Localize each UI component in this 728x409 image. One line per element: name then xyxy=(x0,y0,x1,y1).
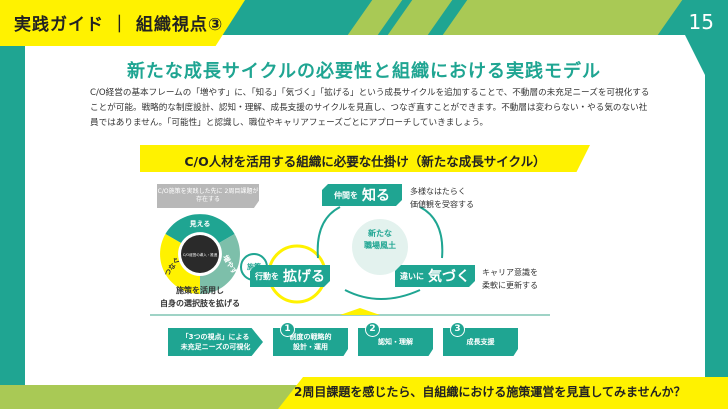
arrow-know-expand xyxy=(316,206,341,259)
bottom-lead: 「3つの視点」による未充足ニーズの可視化 xyxy=(168,328,263,356)
center-circle xyxy=(352,219,408,275)
bottom-item-1: 制度の戦略的設計・運用 xyxy=(273,328,348,356)
know-note: 価値観を受容する xyxy=(410,200,474,209)
donut-center: C/O経営の導入・推進 xyxy=(183,252,218,257)
cycle-arrows xyxy=(267,206,444,304)
donut-segment-increase xyxy=(200,234,240,294)
section-label: 実践ガイド ｜ 組織視点③ xyxy=(0,0,245,46)
arrow-expand-notice xyxy=(344,289,421,300)
divider xyxy=(150,314,550,316)
arrow-know-notice xyxy=(419,206,444,259)
notice-note: 柔軟に更新する xyxy=(482,281,538,290)
subtitle-banner: C/O人材を活用する組織に必要な仕掛け（新たな成長サイクル） xyxy=(140,145,590,172)
donut-chart: 見える 増やす つなぐ C/O経営の導入・推進 xyxy=(160,214,240,294)
triangle-pointer xyxy=(340,308,380,315)
intro-text: C/O経営の基本フレームの「増やす」に、「知る」「気づく」「拡げる」という成長サ… xyxy=(90,88,650,128)
number-badge: 2 xyxy=(365,322,380,337)
left-caption: 施策を活用し xyxy=(176,286,224,295)
center-text: 職場風土 xyxy=(364,241,396,250)
decor-strip xyxy=(0,385,300,409)
page-title: 新たな成長サイクルの必要性と組織における実践モデル xyxy=(126,61,602,82)
number-badge: 3 xyxy=(450,322,465,337)
donut-segment-see xyxy=(165,214,235,243)
bottom-banner: 2周目課題を感じたら、自組織における施策運営を見直してみませんか？ xyxy=(278,377,728,409)
gray-note: C/O施策を実践した先に 2周目課題が存在する xyxy=(157,184,259,208)
notice-box: 違いに気づく xyxy=(395,265,475,287)
donut-label-see: 見える xyxy=(189,219,211,228)
decor-stripe xyxy=(442,0,683,35)
know-note: 多様なはたらく xyxy=(410,187,466,196)
center-text: 新たな xyxy=(368,229,392,238)
page-number: 15 xyxy=(688,10,714,34)
know-box: 仲間を知る xyxy=(322,184,402,206)
notice-note: キャリア意識を xyxy=(482,268,538,277)
expand-box: 行動を拡げる xyxy=(250,265,330,287)
left-caption: 自身の選択肢を拡げる xyxy=(160,299,240,308)
donut-segment-connect xyxy=(160,234,200,294)
number-badge: 1 xyxy=(280,322,295,337)
